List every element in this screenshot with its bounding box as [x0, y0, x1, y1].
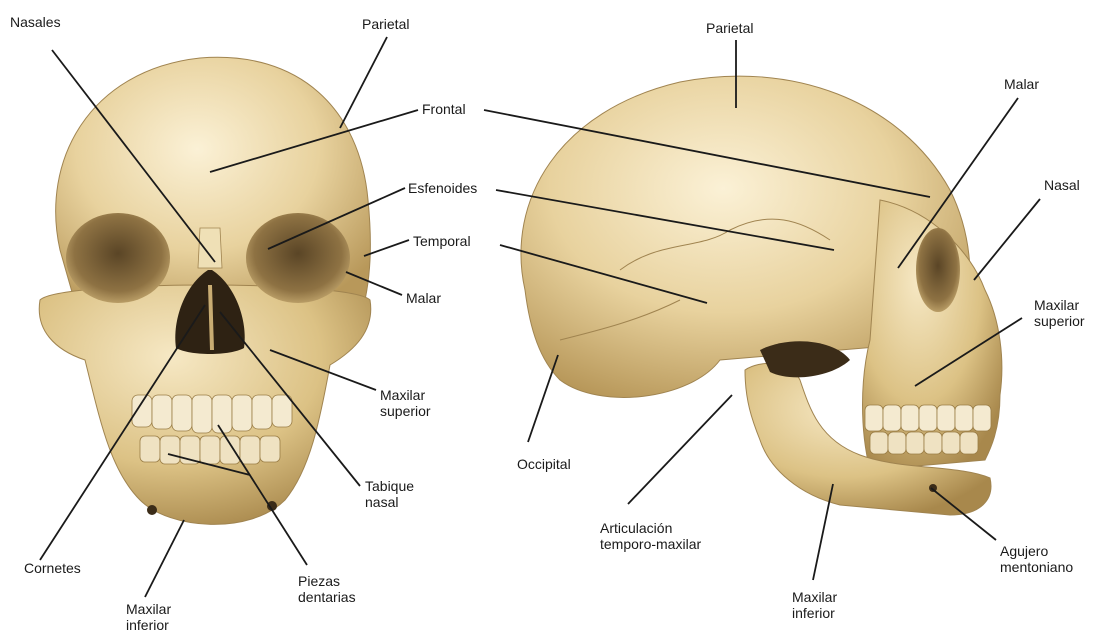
side-teeth: [865, 405, 991, 454]
front-lower-teeth: [140, 436, 280, 464]
label-parietal-front: Parietal: [362, 16, 409, 32]
front-nasal-bones: [198, 228, 222, 268]
label-tabique-nasal: Tabique nasal: [365, 478, 414, 510]
label-maxilar-inferior-side: Maxilar inferior: [792, 589, 837, 621]
label-nasales: Nasales: [10, 14, 61, 30]
leader-nasal-side: [974, 199, 1040, 280]
leader-maxilar-inferior-front: [145, 520, 184, 597]
front-nasal-septum: [210, 285, 212, 350]
label-piezas-dentarias: Piezas dentarias: [298, 573, 356, 605]
side-orbit: [916, 228, 960, 312]
front-upper-teeth: [132, 395, 292, 433]
label-articulacion: Articulación temporo-maxilar: [600, 520, 701, 552]
front-orbit-right: [246, 213, 350, 303]
front-skull: [39, 57, 371, 524]
label-frontal: Frontal: [422, 101, 466, 117]
label-maxilar-superior-front: Maxilar superior: [380, 387, 431, 419]
label-parietal-side: Parietal: [706, 20, 753, 36]
label-esfenoides: Esfenoides: [408, 180, 477, 196]
label-agujero-mentoniano: Agujero mentoniano: [1000, 543, 1073, 575]
label-cornetes: Cornetes: [24, 560, 81, 576]
front-mental-foramen-left: [147, 505, 157, 515]
leader-temporal: [364, 240, 409, 256]
side-skull: [521, 76, 1002, 515]
front-orbit-left: [66, 213, 170, 303]
label-occipital: Occipital: [517, 456, 571, 472]
label-maxilar-superior-side: Maxilar superior: [1034, 297, 1085, 329]
label-malar-front: Malar: [406, 290, 441, 306]
leader-occipital: [528, 355, 558, 442]
leader-parietal-front: [340, 37, 387, 128]
leader-articulacion: [628, 395, 732, 504]
label-nasal-side: Nasal: [1044, 177, 1080, 193]
label-maxilar-inferior-front: Maxilar inferior: [126, 601, 171, 633]
label-malar-side: Malar: [1004, 76, 1039, 92]
label-temporal: Temporal: [413, 233, 471, 249]
